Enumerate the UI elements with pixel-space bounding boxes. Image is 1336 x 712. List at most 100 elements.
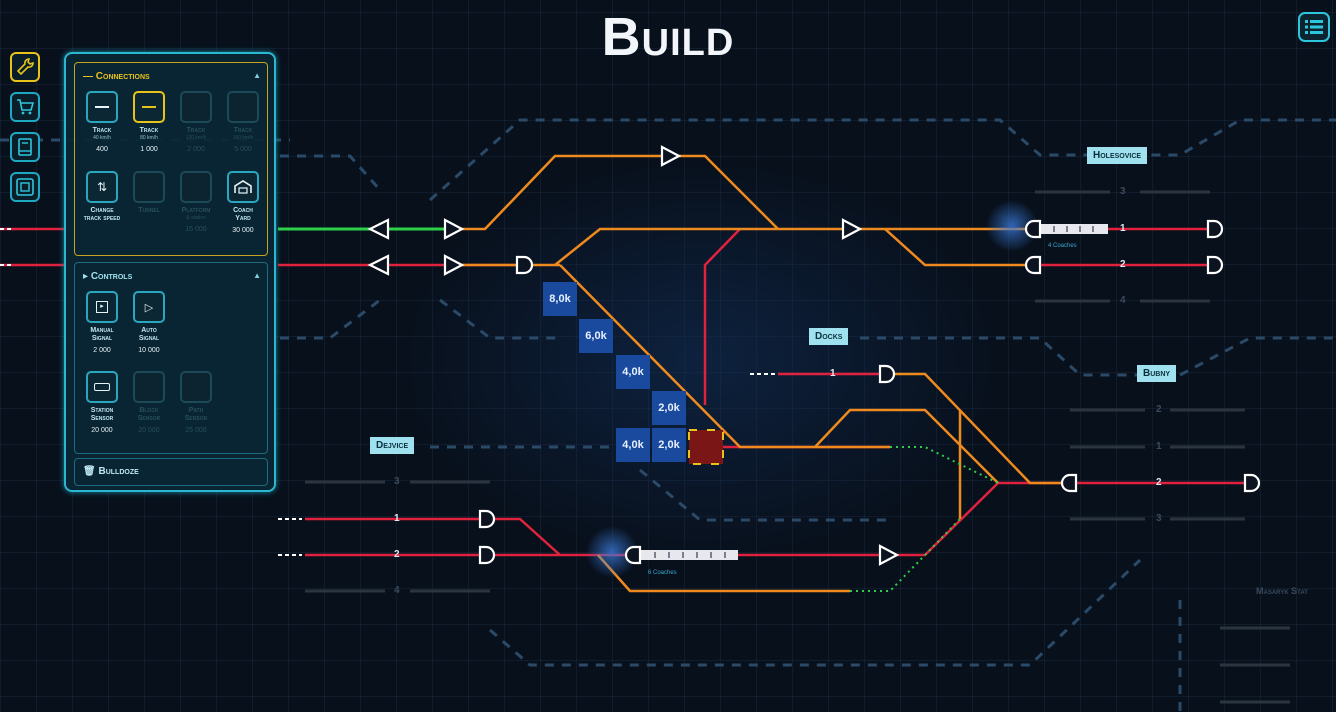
- platform-number: 1: [830, 368, 836, 379]
- coach-yard-icon: [227, 171, 259, 203]
- platform-number: 3: [1120, 186, 1126, 197]
- track-orange: [814, 408, 999, 484]
- item-name: Station: [90, 407, 114, 414]
- item-sub: Signal: [91, 335, 113, 342]
- tool-build[interactable]: [10, 52, 40, 82]
- collapse-icon[interactable]: ▲: [253, 271, 261, 280]
- platform-number: 3: [394, 476, 400, 487]
- station-label-dejvice[interactable]: Dejvice: [370, 437, 415, 454]
- item-name: Auto: [141, 327, 157, 334]
- tool-shop[interactable]: [10, 92, 40, 122]
- auto-signal-icon: ▷: [133, 291, 165, 323]
- item-price: 20 000: [91, 427, 113, 434]
- item-name: Track: [139, 127, 159, 134]
- collapse-icon[interactable]: ▲: [253, 71, 261, 80]
- future-line: [439, 298, 560, 340]
- tool-book[interactable]: [10, 132, 40, 162]
- track-orange: [559, 264, 890, 449]
- platform-icon: [180, 171, 212, 203]
- train-caption: 4 Coaches: [1048, 243, 1077, 249]
- build-panel: — Connections ▲ Track 40 km/h 400 Track …: [64, 52, 276, 492]
- cost-tile: 2,0k: [652, 428, 686, 462]
- item-price: 2 000: [93, 347, 111, 354]
- buffer-stop: [478, 509, 496, 529]
- station-label-holesovice[interactable]: Holesovice: [1087, 147, 1148, 164]
- item-change-speed[interactable]: ⇅ Change track speed: [80, 171, 124, 223]
- cost-tile: 2,0k: [652, 391, 686, 425]
- buffer-stop: [1024, 255, 1042, 275]
- bulldoze-button[interactable]: 🗑 Bulldoze: [74, 458, 268, 486]
- future-line: [429, 118, 1336, 202]
- platform-number: 2: [1156, 477, 1162, 488]
- future-line: [280, 298, 381, 340]
- cost-tile: 4,0k: [616, 355, 650, 389]
- item-coach-yard[interactable]: Coach Yard 30 000: [221, 171, 265, 234]
- item-sub: 120 km/h: [185, 135, 207, 141]
- platform-number: 4: [1120, 295, 1126, 306]
- book-icon: [18, 138, 32, 156]
- station-sensor-icon: [86, 371, 118, 403]
- platform-number: 1: [1120, 223, 1126, 234]
- item-price: 20 000: [138, 427, 160, 434]
- item-price: 15 000: [185, 226, 207, 233]
- item-price: 400: [96, 146, 108, 153]
- tunnel-icon: [133, 171, 165, 203]
- train-holesovice[interactable]: [1040, 224, 1108, 234]
- platform-number: 4: [394, 585, 400, 596]
- item-sub: Signal: [138, 335, 160, 342]
- signal-triangle-left: [367, 254, 390, 276]
- track-icon: [180, 91, 212, 123]
- selected-switch[interactable]: [688, 429, 724, 465]
- item-price: 25 000: [185, 427, 207, 434]
- item-price: 1 000: [140, 146, 158, 153]
- station-label-docks[interactable]: Docks: [809, 328, 849, 345]
- signal-triangle-right: [443, 218, 465, 240]
- tool-map[interactable]: [10, 172, 40, 202]
- item-sub: Sensor: [184, 415, 208, 422]
- cart-icon: [17, 99, 34, 115]
- item-station-sensor[interactable]: Station Sensor 20 000: [80, 371, 124, 434]
- block-sensor-icon: [133, 371, 165, 403]
- menu-button[interactable]: [1298, 12, 1330, 42]
- future-line: [639, 468, 890, 522]
- station-label-bubny[interactable]: Bubny: [1137, 365, 1177, 382]
- map-icon: [16, 178, 34, 196]
- platform-number: 1: [394, 513, 400, 524]
- platform-number: 1: [1156, 441, 1162, 452]
- item-track-80[interactable]: Track 80 km/h 1 000: [127, 91, 171, 153]
- item-sub: 80 km/h: [140, 135, 158, 141]
- future-line: [280, 154, 382, 191]
- connections-header[interactable]: — Connections: [83, 71, 150, 82]
- list-icon: [1305, 20, 1323, 34]
- item-manual-signal[interactable]: ▸ Manual Signal 2 000: [80, 291, 124, 354]
- track-red: [485, 517, 561, 556]
- buffer-stop: [1243, 473, 1261, 493]
- buffer-stop: [1024, 219, 1042, 239]
- signal-triangle-left: [367, 218, 390, 240]
- track-icon: [86, 91, 118, 123]
- controls-section: ▸ Controls ▲ ▸ Manual Signal 2 000 ▷ Aut…: [74, 262, 268, 454]
- item-auto-signal[interactable]: ▷ Auto Signal 10 000: [127, 291, 171, 354]
- track-orange: [885, 372, 1070, 485]
- platform-number: 2: [394, 549, 400, 560]
- buffer-stop: [878, 364, 896, 384]
- buffer-stop: [515, 255, 534, 275]
- track-icon: [227, 91, 259, 123]
- item-sub: Sensor: [90, 415, 114, 422]
- buffer-stop: [1206, 255, 1224, 275]
- track-orange: [884, 228, 1030, 267]
- item-platform: Platform & station 15 000: [174, 171, 218, 233]
- item-track-40[interactable]: Track 40 km/h 400: [80, 91, 124, 153]
- item-price: 10 000: [138, 347, 160, 354]
- item-name: Tunnel: [138, 207, 160, 214]
- item-sub: 160 km/h: [232, 135, 254, 141]
- item-name: Platform: [181, 207, 211, 214]
- train-dejvice[interactable]: [640, 550, 738, 560]
- planned-track: [850, 518, 961, 592]
- track-orange: [445, 154, 779, 231]
- item-name: Change: [90, 207, 114, 214]
- signal-triangle-right: [841, 218, 863, 240]
- controls-header[interactable]: ▸ Controls: [83, 271, 133, 282]
- item-price: 30 000: [232, 227, 254, 234]
